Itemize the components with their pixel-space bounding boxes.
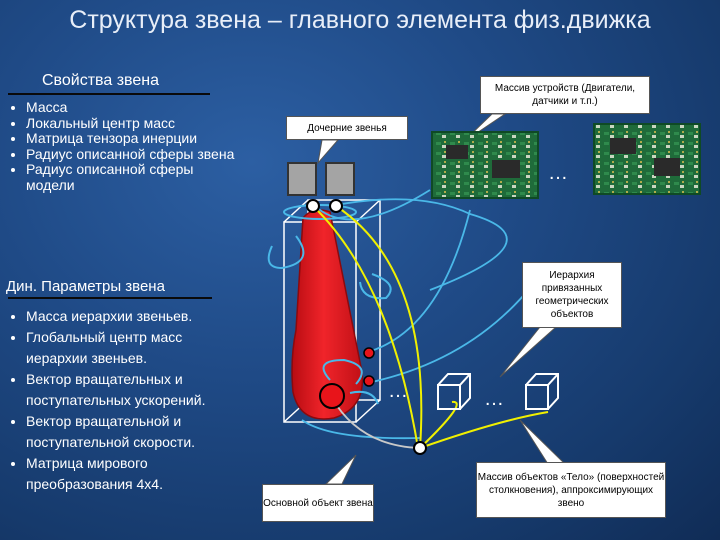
- property-item: Радиус описанной сферы звена: [26, 146, 236, 163]
- devices-ellipsis: …: [548, 162, 568, 184]
- properties-divider: [8, 93, 210, 95]
- joint-icon: [306, 199, 427, 455]
- main-object-callout: Основной объект звена: [262, 484, 374, 522]
- dynamics-divider: [8, 297, 212, 299]
- properties-list: Масса Локальный центр масс Матрица тензо…: [4, 99, 236, 193]
- device-board-icon: [593, 123, 701, 195]
- hierarchy-callout-tail: [499, 326, 558, 378]
- collision-body-icon: [525, 373, 559, 410]
- bodies-callout-tail: [519, 419, 567, 465]
- bodies-ellipsis: …: [484, 388, 504, 410]
- children-callout-tail: [317, 139, 340, 165]
- main-object-callout-tail: [324, 454, 357, 485]
- property-item: Локальный центр масс: [26, 115, 236, 132]
- properties-heading: Свойства звена: [42, 72, 159, 89]
- child-link-icon: [287, 162, 317, 196]
- devices-callout: Массив устройств (Двигатели, датчики и т…: [480, 76, 650, 114]
- bodies-callout: Массив объектов «Тело» (поверхностей сто…: [476, 462, 666, 518]
- dynamics-item: Масса иерархии звеньев.: [26, 306, 246, 327]
- child-link-icon: [325, 162, 355, 196]
- object-link-line: [312, 205, 549, 449]
- dynamics-heading: Дин. Параметры звена: [6, 278, 165, 295]
- device-board-icon: [431, 131, 539, 199]
- dynamics-item: Вектор вращательных и поступательных уск…: [26, 369, 246, 411]
- dynamics-item: Вектор вращательной и поступательной ско…: [26, 411, 246, 453]
- link-body-icon: [291, 209, 364, 420]
- page-title: Структура звена – главного элемента физ.…: [69, 6, 651, 34]
- hierarchy-ellipsis: …: [388, 380, 408, 402]
- dynamics-item: Глобальный центр масс иерархии звеньев.: [26, 327, 246, 369]
- main-object-link-line: [331, 397, 421, 449]
- dynamics-list: Масса иерархии звеньев. Глобальный центр…: [4, 306, 246, 495]
- property-item: Масса: [26, 99, 236, 116]
- property-item: Матрица тензора инерции: [26, 130, 236, 147]
- collision-body-icon: [437, 373, 471, 410]
- rotation-loop-icon: [267, 204, 392, 405]
- dynamics-item: Матрица мирового преобразования 4х4.: [26, 453, 246, 495]
- children-callout: Дочерние звенья: [286, 116, 408, 140]
- hierarchy-callout: Иерархия привязанных геометрических объе…: [522, 262, 622, 328]
- connector-line: [301, 189, 531, 440]
- property-item: Радиус описанной сферы модели: [26, 161, 236, 193]
